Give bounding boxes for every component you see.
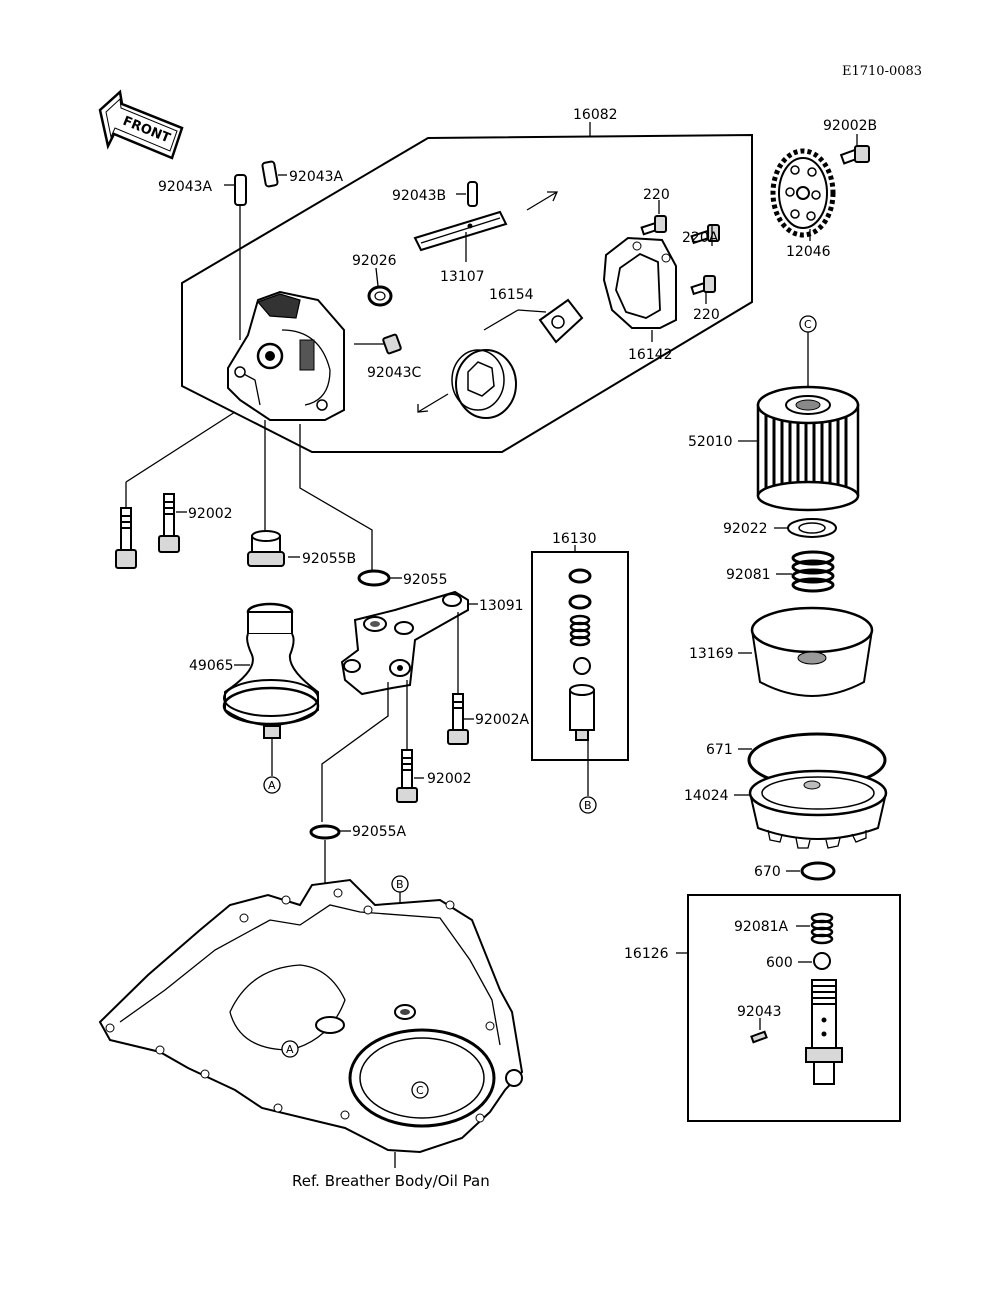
callout-13091: 13091 [479,598,524,614]
marker-b-pan-label: B [396,878,404,891]
dowel-pin-92043A-right [261,160,279,188]
callout-671: 671 [706,742,733,758]
callout-92002A: 92002A [475,712,530,728]
pump-shaft-13107 [413,210,508,252]
callout-92043: 92043 [737,1004,782,1020]
callout-13169: 13169 [689,646,734,662]
bolt-220-top [640,215,667,236]
spring-92081 [791,550,835,593]
filter-cup-13169 [750,606,874,697]
bypass-valve-parts [568,568,595,741]
pump-cover-16142 [602,236,677,329]
oil-pump-sprocket-12046 [770,148,836,238]
callout-92055B: 92055B [302,551,356,567]
callout-16082: 16082 [573,107,618,123]
callout-670: 670 [754,864,781,880]
callout-16130: 16130 [552,531,597,547]
oil-filter-52010 [756,385,860,512]
callout-92081: 92081 [726,567,771,583]
marker-a-pan [281,1040,299,1058]
oil-strainer-49065 [222,602,320,739]
bolt-92002A [447,693,469,745]
diagram-code: E1710-0083 [842,64,922,79]
oil-pump-body [227,290,345,421]
bypass-valve-assembly-frame [531,551,629,761]
relief-valve-assembly-frame [687,894,901,1122]
oil-seal-92026 [367,285,393,307]
callout-92043A-left: 92043A [158,179,213,195]
marker-c-pan [411,1081,429,1099]
callout-16154: 16154 [489,287,534,303]
callout-92022: 92022 [723,521,768,537]
callout-92043B: 92043B [392,188,446,204]
pin-92043 [750,1030,768,1044]
bolt-92002-top [158,493,180,553]
callout-16126: 16126 [624,946,669,962]
callout-220-top: 220 [643,187,670,203]
marker-a-strainer [263,776,281,794]
filter-cover-14024 [748,769,888,849]
marker-a-strainer-label: A [268,779,276,792]
callout-49065: 49065 [189,658,234,674]
marker-b-valve [579,796,597,814]
marker-c-top-label: C [804,318,812,331]
bolt-92002B [839,145,870,165]
front-arrow-icon: FRONT [98,89,184,160]
callout-92055A: 92055A [352,824,407,840]
oil-pump-assembly-frame [181,133,753,453]
callout-92002-top: 92002 [188,506,233,522]
callout-12046: 12046 [786,244,831,260]
ball-600 [813,952,831,970]
callout-14024: 14024 [684,788,729,804]
bolt-92002-mid [396,749,418,803]
o-ring-670 [800,861,836,881]
marker-b-valve-label: B [584,799,592,812]
o-ring-92055A [309,824,341,840]
relief-valve-body [805,979,843,1085]
dowel-pin-92043B [467,181,478,207]
callout-92002B: 92002B [823,118,877,134]
callout-600: 600 [766,955,793,971]
plug-92055B [247,530,285,567]
oil-pipe-13091 [340,590,469,696]
bolt-92002-left [115,507,137,569]
callout-92043A-right: 92043A [289,169,344,185]
callout-92055: 92055 [403,572,448,588]
callout-92043C: 92043C [367,365,422,381]
callout-92002-mid: 92002 [427,771,472,787]
spring-92081A [810,912,834,945]
callout-13107: 13107 [440,269,485,285]
marker-a-pan-label: A [286,1043,294,1056]
inner-rotor [538,298,584,344]
oil-pan [98,878,524,1154]
callout-52010: 52010 [688,434,733,450]
callout-92081A: 92081A [734,919,789,935]
dowel-pin-92043A-left [234,174,247,206]
callout-220-bottom: 220 [693,307,720,323]
callout-92026: 92026 [352,253,397,269]
callout-220A: 220A [682,230,719,246]
callout-16142: 16142 [628,347,673,363]
marker-c-pan-label: C [416,1084,424,1097]
reference-oil-pan-label: Ref. Breather Body/Oil Pan [292,1172,490,1190]
o-ring-92055 [357,569,391,587]
dowel-pin-92043C [382,333,402,355]
pump-rotor-16154 [451,349,517,419]
bolt-220-bottom [690,275,716,296]
